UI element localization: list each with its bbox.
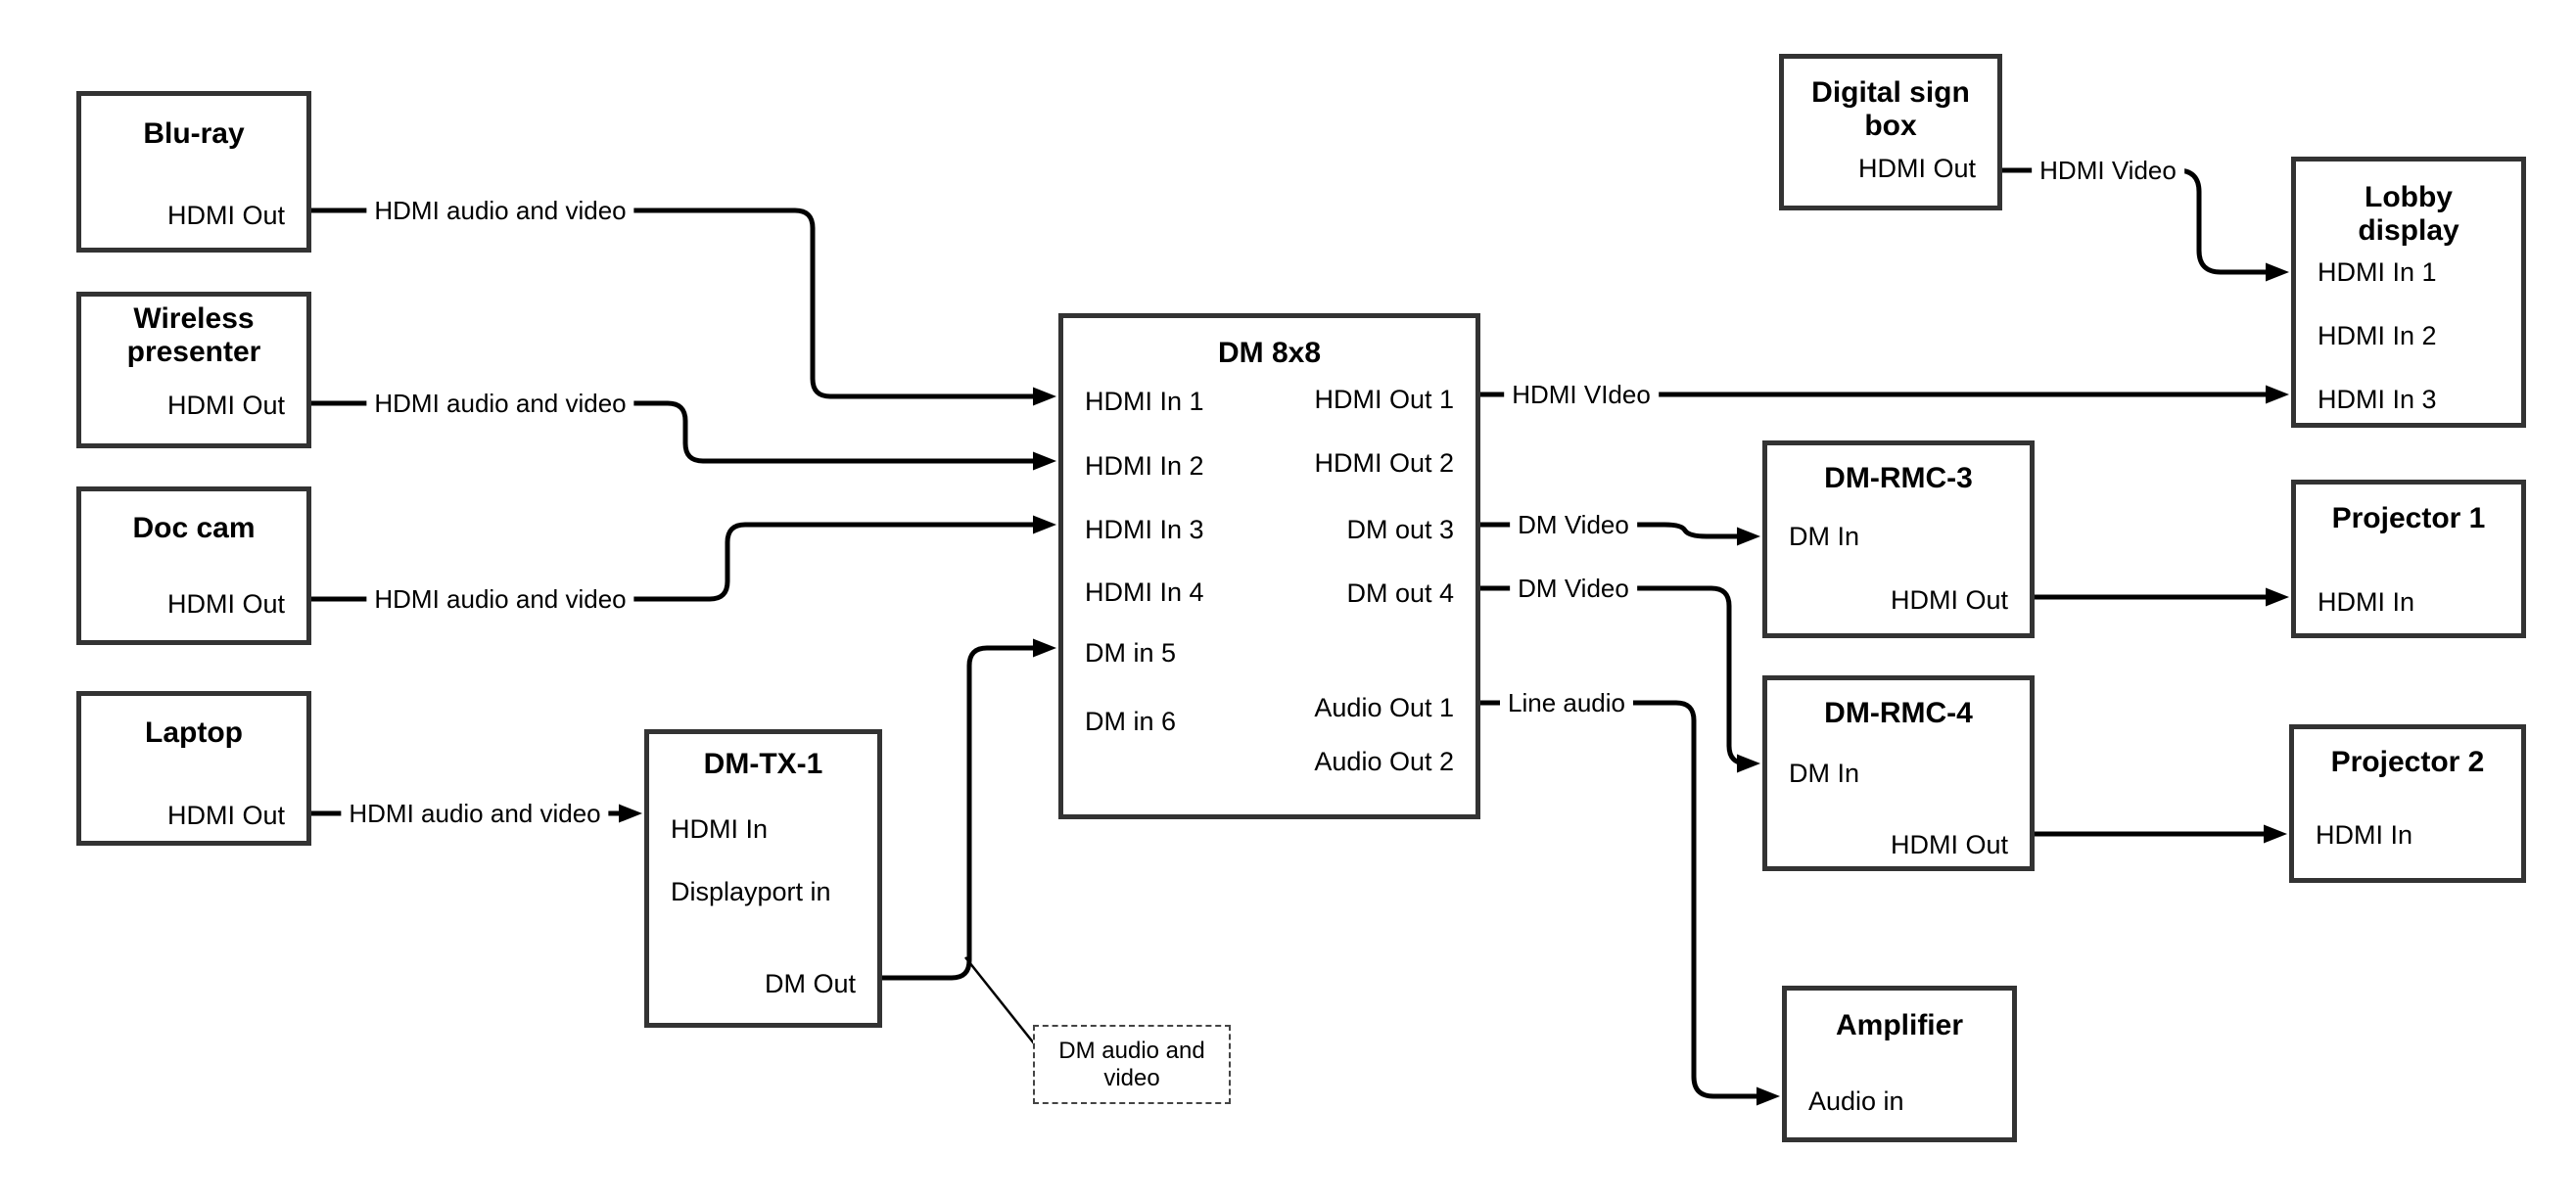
arrowhead (2266, 385, 2289, 404)
node-title: DM-TX-1 (703, 748, 823, 780)
edge-label-line-audio: Line audio (1500, 688, 1633, 717)
port-hdmi-in-3: HDMI In 3 (2318, 385, 2437, 414)
edge-label-dm-video-1: DM Video (1510, 510, 1637, 539)
node-bluray: Blu-ray HDMI Out (76, 91, 311, 253)
note-callout-line (964, 956, 1035, 1044)
edge-dm8x8-aout1-to-amplifier (1480, 700, 1756, 1099)
arrowhead (1033, 387, 1056, 406)
edge-label-hdmi-audio-video-3: HDMI audio and video (366, 584, 634, 614)
edge-dm8x8-out3-to-dmrmc3 (1480, 522, 1737, 539)
port-dm-in-6: DM in 6 (1085, 707, 1177, 736)
port-hdmi-out-2: HDMI Out 2 (1314, 448, 1454, 478)
node-dm-rmc-4: DM-RMC-4 DM In HDMI Out (1762, 675, 2035, 871)
port-hdmi-out: HDMI Out (166, 589, 285, 619)
port-hdmi-in-2: HDMI In 2 (2318, 321, 2437, 350)
port-dm-in: DM In (1789, 522, 1860, 551)
port-hdmi-in: HDMI In (2318, 587, 2415, 617)
node-amplifier: Amplifier Audio in (1782, 986, 2017, 1142)
arrowhead (1033, 638, 1056, 658)
port-hdmi-out: HDMI Out (166, 801, 285, 830)
edge-label-hdmi-audio-video-2: HDMI audio and video (366, 389, 634, 418)
edge-label-hdmi-audio-video-4: HDMI audio and video (341, 799, 609, 828)
port-dm-out-3: DM out 3 (1346, 515, 1454, 544)
edge-label-hdmi-video-out1: HDMI VIdeo (1504, 380, 1659, 409)
edge-label-hdmi-video-sign: HDMI Video (2032, 156, 2184, 185)
node-dm-rmc-3: DM-RMC-3 DM In HDMI Out (1762, 440, 2035, 638)
port-hdmi-out: HDMI Out (1857, 154, 1976, 183)
port-hdmi-in-1: HDMI In 1 (1085, 387, 1204, 416)
edge-dm8x8-out4-to-dmrmc4 (1480, 585, 1748, 766)
node-title: DM-RMC-3 (1824, 462, 1973, 494)
arrowhead (1756, 1086, 1780, 1106)
node-projector-1: Projector 1 HDMI In (2291, 480, 2526, 638)
edge-doccam-to-dm8x8-in3 (311, 522, 1033, 602)
edge-digitalsign-to-lobby-in1 (2002, 167, 2266, 275)
port-displayport-in: Displayport in (671, 877, 831, 906)
port-dm-out-4: DM out 4 (1346, 578, 1454, 608)
node-title: Amplifier (1835, 1009, 1964, 1041)
node-projector-2: Projector 2 HDMI In (2289, 724, 2526, 883)
note-text: DM audio and video (1058, 1038, 1205, 1091)
arrowhead (1737, 754, 1760, 773)
arrowhead (1033, 515, 1056, 534)
port-hdmi-in-1: HDMI In 1 (2318, 257, 2437, 287)
port-hdmi-out: HDMI Out (166, 391, 285, 420)
node-title: Projector 1 (2331, 502, 2486, 534)
node-lobby-display: Lobby display HDMI In 1 HDMI In 2 HDMI I… (2291, 157, 2526, 428)
node-title: Blu-ray (143, 117, 245, 150)
node-dm-tx-1: DM-TX-1 HDMI In Displayport in DM Out (644, 729, 882, 1028)
node-dm-8x8: DM 8x8 HDMI In 1 HDMI In 2 HDMI In 3 HDM… (1058, 313, 1480, 819)
node-title: Lobby display (2358, 181, 2459, 247)
port-audio-out-1: Audio Out 1 (1314, 693, 1454, 722)
arrowhead (619, 804, 642, 823)
port-audio-out-2: Audio Out 2 (1314, 747, 1454, 776)
port-dm-in: DM In (1789, 759, 1860, 788)
port-hdmi-in-2: HDMI In 2 (1085, 451, 1204, 481)
node-wireless-presenter: Wireless presenter HDMI Out (76, 292, 311, 448)
node-doc-cam: Doc cam HDMI Out (76, 486, 311, 645)
arrowhead (2264, 824, 2287, 844)
port-hdmi-out: HDMI Out (1890, 585, 2008, 615)
edge-wireless-to-dm8x8-in2 (311, 400, 1033, 464)
node-laptop: Laptop HDMI Out (76, 691, 311, 846)
arrowhead (2266, 587, 2289, 607)
node-title: Wireless presenter (126, 302, 261, 368)
edge-bluray-to-dm8x8-in1 (311, 208, 1033, 399)
port-audio-in: Audio in (1808, 1086, 1904, 1116)
edge-dmtx1-to-dm8x8-in5 (882, 645, 1033, 981)
arrowhead (1033, 451, 1056, 471)
note-dm-audio-and-video: DM audio and video (1033, 1025, 1231, 1104)
port-dm-in-5: DM in 5 (1085, 638, 1177, 668)
port-dm-out: DM Out (764, 969, 856, 998)
port-hdmi-out-1: HDMI Out 1 (1314, 385, 1454, 414)
port-hdmi-in: HDMI In (671, 814, 769, 844)
node-digital-sign-box: Digital sign box HDMI Out (1779, 54, 2002, 210)
port-hdmi-in: HDMI In (2316, 820, 2413, 850)
node-title: Projector 2 (2330, 746, 2485, 778)
node-title: Laptop (145, 716, 243, 749)
node-title: Doc cam (132, 512, 256, 544)
node-title: DM 8x8 (1217, 337, 1322, 369)
edge-label-dm-video-2: DM Video (1510, 574, 1637, 603)
arrowhead (2266, 262, 2289, 282)
node-title: DM-RMC-4 (1824, 697, 1973, 729)
edge-label-hdmi-audio-video-1: HDMI audio and video (366, 196, 634, 225)
port-hdmi-out: HDMI Out (1890, 830, 2008, 859)
port-hdmi-in-3: HDMI In 3 (1085, 515, 1204, 544)
node-title: Digital sign box (1811, 76, 1970, 142)
port-hdmi-out: HDMI Out (166, 201, 285, 230)
port-hdmi-in-4: HDMI In 4 (1085, 577, 1204, 607)
arrowhead (1737, 527, 1760, 546)
